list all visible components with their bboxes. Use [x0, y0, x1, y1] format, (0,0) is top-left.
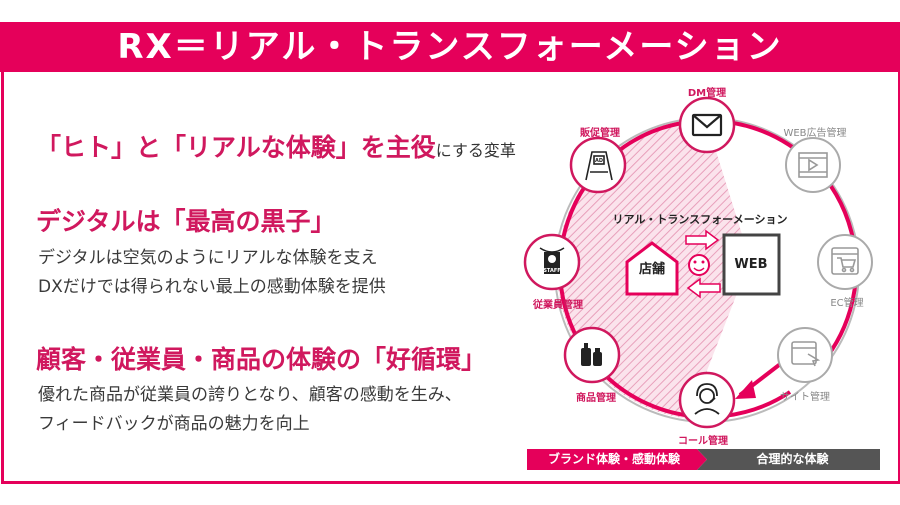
section-1-heading: 「ヒト」と「リアルな体験」を主役にする変革 [36, 133, 516, 162]
center-title: リアル・トランスフォーメーション [612, 213, 788, 226]
section-2-line-2: DXだけでは得られない最上の感動体験を提供 [38, 277, 386, 297]
node-dm [678, 96, 736, 154]
node-call [678, 371, 736, 429]
node-label-ec: EC管理 [830, 298, 864, 309]
product-bottles-icon [581, 343, 602, 366]
ad-signboard-icon [585, 151, 613, 181]
node-label-staff: 従業員管理 [533, 300, 583, 311]
node-label-promo: 販促管理 [580, 128, 620, 139]
node-label-site: サイト管理 [780, 392, 830, 403]
shopping-cart-icon [831, 247, 859, 275]
node-label-product: 商品管理 [576, 393, 616, 404]
web-label: WEB [734, 257, 768, 272]
video-icon [798, 152, 828, 178]
arrow-right-icon [685, 229, 720, 251]
section-3-heading: 顧客・従業員・商品の体験の「好循環」 [36, 345, 487, 374]
arrow-left-icon [686, 277, 721, 299]
section-3-line-1: 優れた商品が従業員の誇りとなり、顧客の感動を生み、 [38, 385, 462, 405]
browser-cursor-icon [791, 341, 821, 367]
node-promo: AD [569, 136, 627, 194]
node-site [777, 327, 833, 383]
rational-experience-bar: 合理的な体験 [697, 449, 880, 470]
brand-experience-bar: ブランド体験・感動体験 [527, 449, 707, 470]
svg-text:AD: AD [595, 158, 603, 164]
node-label-call: コール管理 [678, 436, 728, 447]
section-2-line-1: デジタルは空気のようにリアルな体験を支え [38, 248, 378, 268]
node-product [563, 326, 621, 384]
store-house [625, 241, 679, 296]
section-3-line-2: フィードバックが商品の魅力を向上 [38, 414, 310, 434]
section-2-heading: デジタルは「最高の黒子」 [36, 207, 336, 236]
page-title: RX＝リアル・トランスフォーメーション [0, 22, 900, 72]
node-web-ad [785, 137, 841, 193]
store-label: 店舗 [638, 262, 666, 277]
envelope-icon [691, 113, 723, 137]
arrow-head-icon [735, 380, 756, 399]
node-label-web-ad: WEB広告管理 [783, 128, 847, 139]
node-label-dm: DM管理 [687, 88, 727, 99]
node-staff: STAFF [523, 233, 581, 291]
svg-text:STAFF: STAFF [543, 268, 560, 274]
node-ec [817, 234, 873, 290]
smiley-face-icon [688, 254, 710, 276]
headset-operator-icon [694, 383, 720, 415]
web-box [722, 233, 781, 296]
